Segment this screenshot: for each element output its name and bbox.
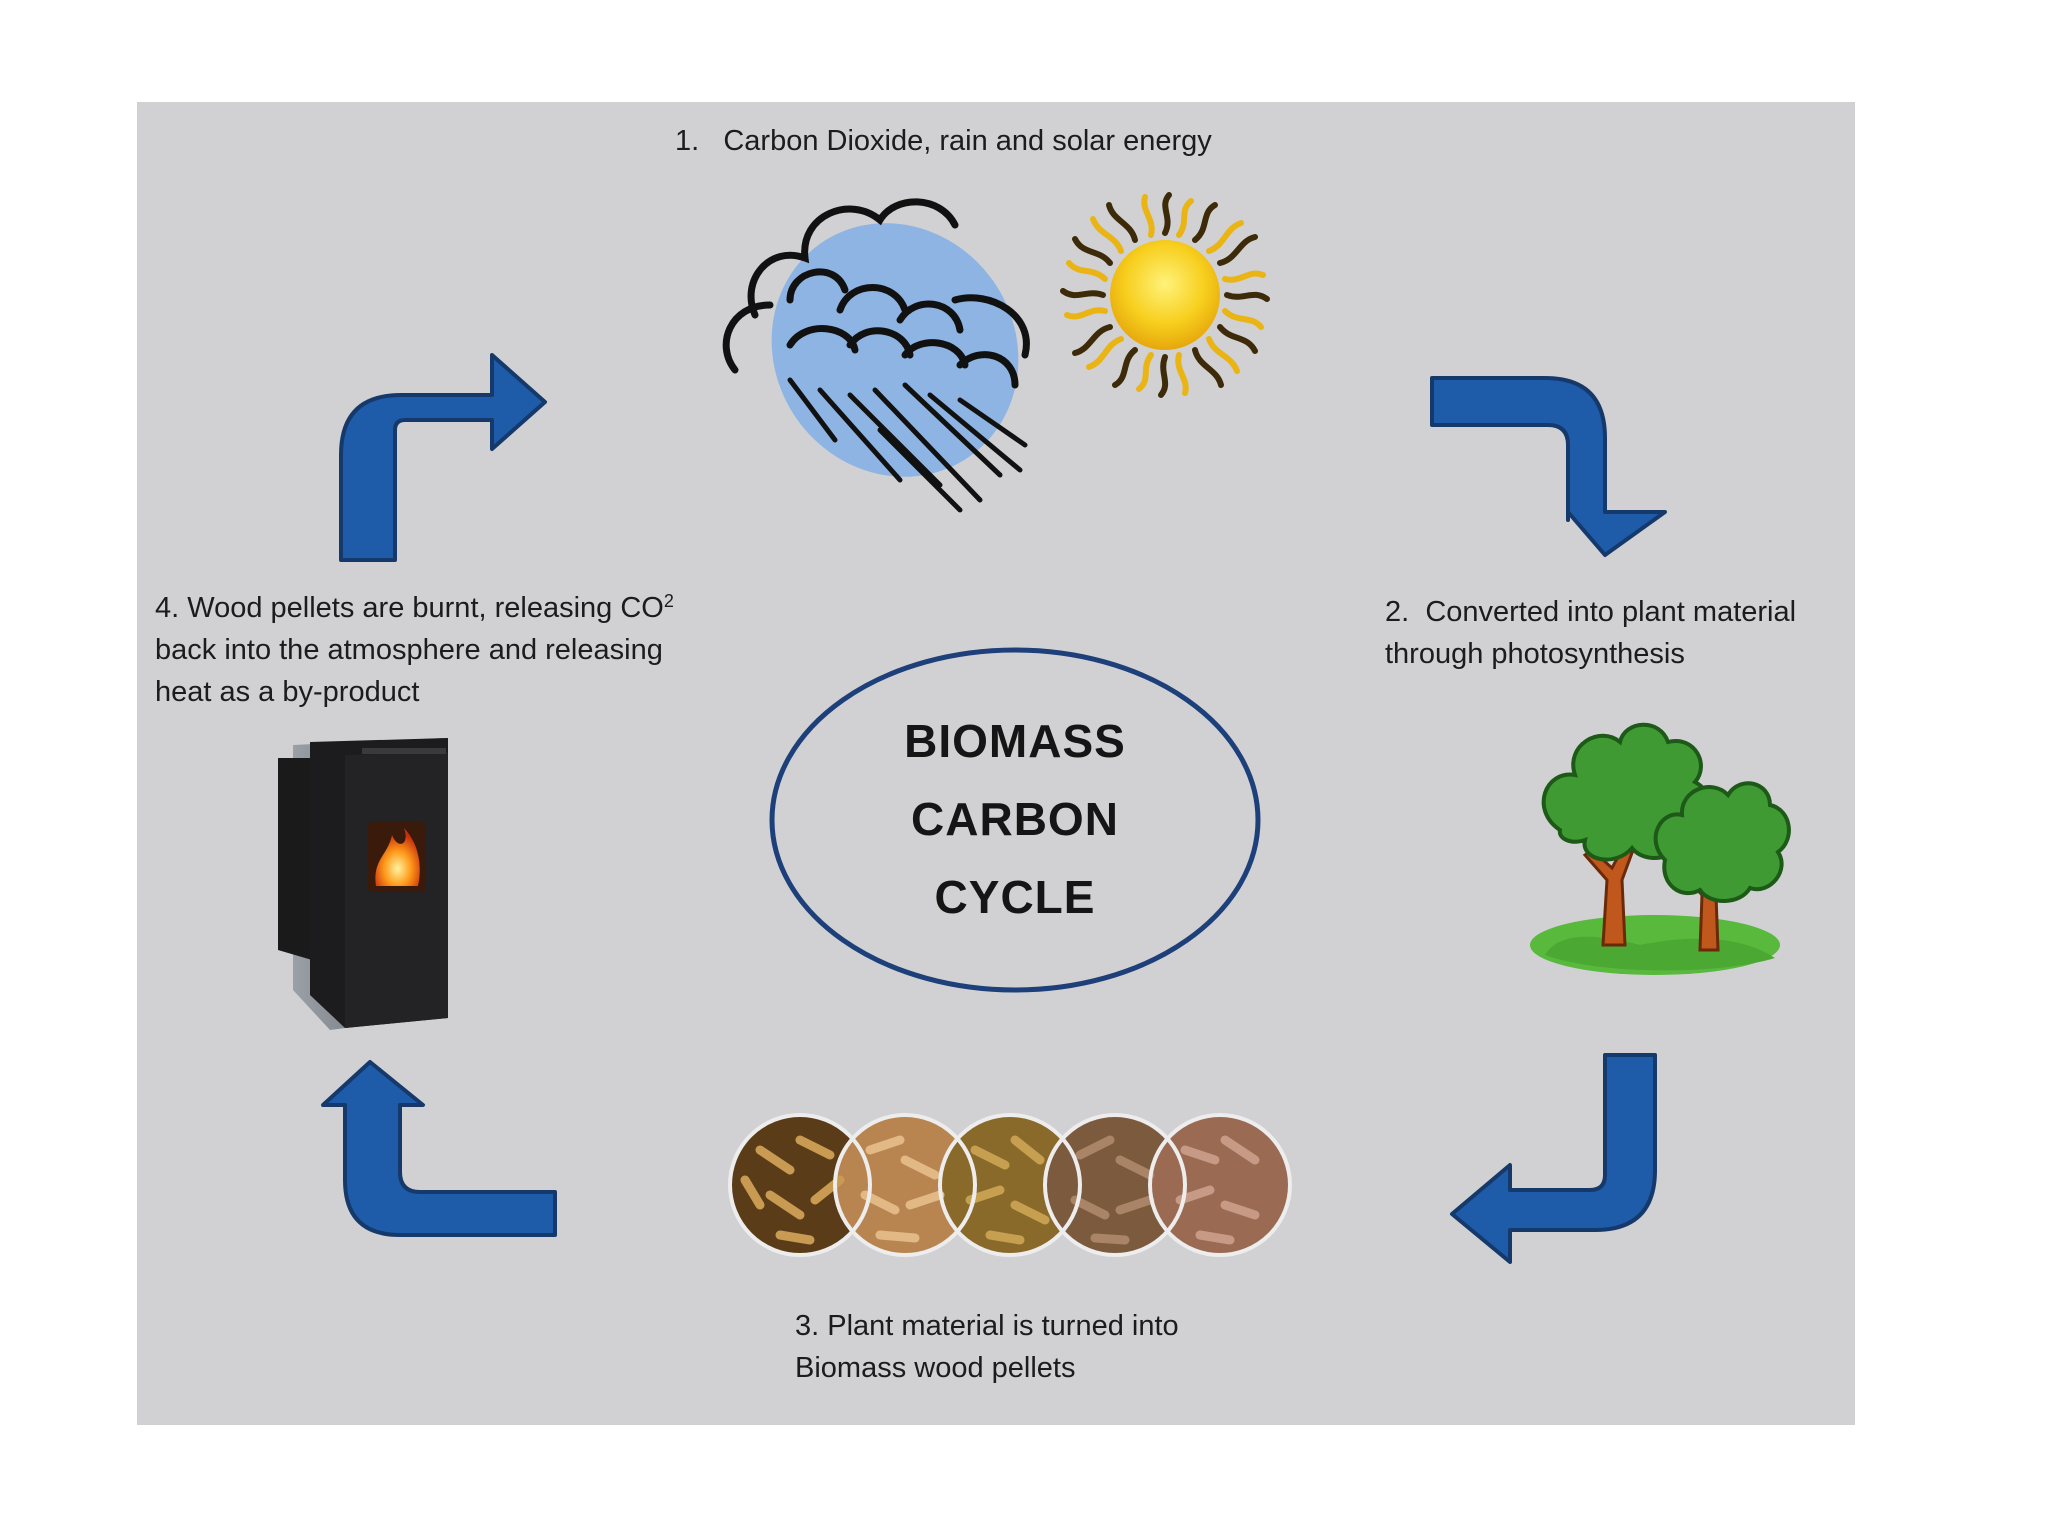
rain-cloud-icon [722,198,1030,513]
step-4-text-a: Wood pellets are burnt, releasing CO [187,592,664,624]
step-2-label: 2. Converted into plant material through… [1385,591,1855,675]
trees-icon [1530,722,1791,975]
step-1-label: 1. Carbon Dioxide, rain and solar energy [675,120,1375,162]
step-1-number: 1. [675,125,700,157]
center-title-line-1: BIOMASS [904,715,1126,767]
center-title: BIOMASS CARBON CYCLE [770,648,1260,990]
step-4-superscript: 2 [663,591,674,611]
step-4-text-b: back into the atmosphere and releasing h… [155,634,663,708]
step-2-number: 2. [1385,596,1410,628]
center-title-line-3: CYCLE [934,871,1096,923]
step-2-text: Converted into plant material through ph… [1385,596,1797,670]
center-title-line-2: CARBON [911,793,1119,845]
step-4-number: 4. [155,592,180,624]
step-3-text: Plant material is turned into Biomass wo… [795,1310,1179,1384]
pellet-stove-icon [278,738,448,1030]
step-1-text: Carbon Dioxide, rain and solar energy [723,125,1212,157]
step-3-number: 3. [795,1310,820,1342]
step-3-label: 3. Plant material is turned into Biomass… [795,1305,1295,1389]
wood-pellets-icon [728,1113,1292,1257]
cycle-arrow-icon [321,353,1667,1264]
center-ellipse [769,647,1261,993]
sun-icon [1060,192,1270,398]
step-4-label: 4. Wood pellets are burnt, releasing CO2… [155,580,735,713]
